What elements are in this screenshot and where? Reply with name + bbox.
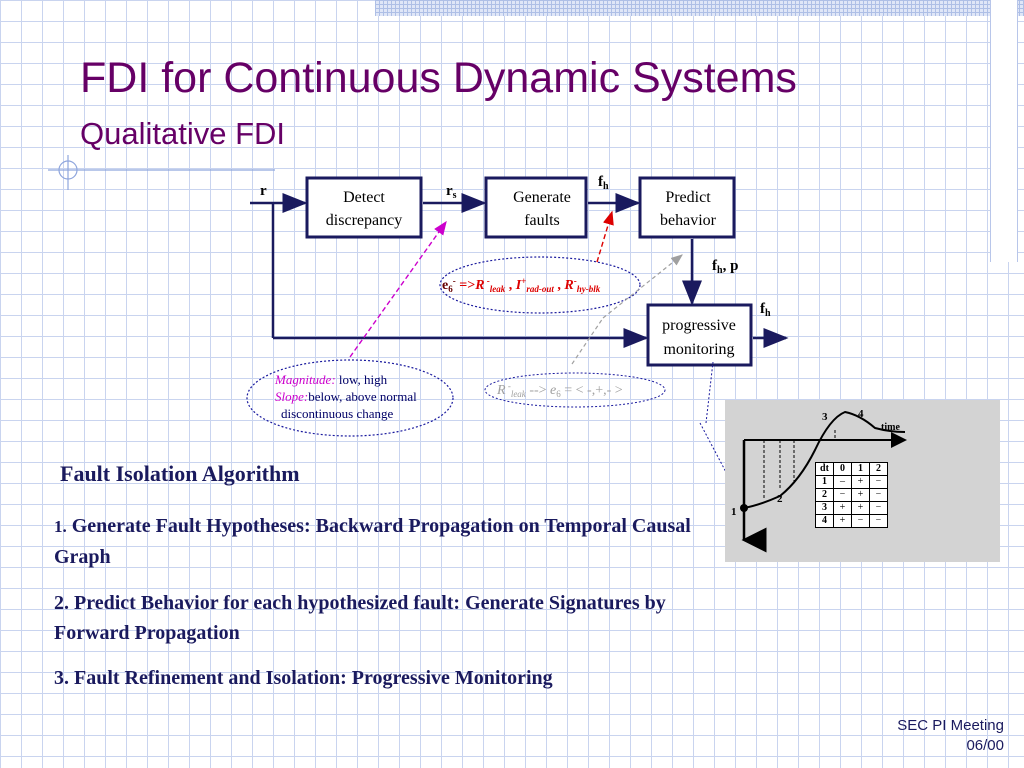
inset-pt-3: 3 <box>822 411 828 423</box>
signal-fh-out: fh <box>760 301 771 319</box>
table-cell: + <box>833 501 852 515</box>
signal-r: r <box>260 183 267 199</box>
decor-target-mark <box>48 155 275 190</box>
algorithm-heading: Fault Isolation Algorithm <box>60 461 300 486</box>
rleak-to-gen-link <box>571 317 604 365</box>
signal-fh-p: fh, p <box>712 258 738 276</box>
magnitude-ellipse <box>246 359 454 437</box>
slide-subtitle: Qualitative FDI <box>80 116 286 151</box>
table-cell: 2 <box>815 488 834 502</box>
table-cell: 4 <box>815 514 834 528</box>
step-number: 3. <box>54 667 69 689</box>
table-row: 3 + + − <box>815 501 888 515</box>
signature-table: dt 0 1 2 1 – + − 2 − + − 3 + + − 4 + − − <box>815 462 888 528</box>
discontinuous-line: discontinuous change <box>281 406 394 421</box>
inset-pt-1: 1 <box>731 506 737 518</box>
table-cell: + <box>851 501 870 515</box>
table-cell: − <box>833 488 852 502</box>
inset-pt-2: 2 <box>777 493 783 505</box>
rleak-to-predict-link <box>602 254 683 319</box>
table-header-cell: dt <box>815 462 834 476</box>
detect-label-1: Detect <box>343 189 385 206</box>
signal-fh: fh <box>598 174 609 192</box>
slide-title: FDI for Continuous Dynamic Systems <box>80 54 797 102</box>
table-row: 2 − + − <box>815 488 888 502</box>
table-cell: 1 <box>815 475 834 489</box>
algorithm-step-1: 1. Generate Fault Hypotheses: Backward P… <box>54 511 714 572</box>
table-row: 1 – + − <box>815 475 888 489</box>
algorithm-step-2: 2. Predict Behavior for each hypothesize… <box>54 588 714 648</box>
e6-to-generate-link <box>596 210 614 263</box>
inset-response-curve <box>743 410 906 509</box>
generate-node <box>484 176 588 239</box>
slope-line: Slope:below, above normal <box>275 389 417 404</box>
magnitude-to-detect-link <box>349 220 447 358</box>
e6-ellipse <box>439 256 641 314</box>
table-cell: − <box>851 514 870 528</box>
step-number: 2. <box>54 592 69 614</box>
generate-label-1: Generate <box>513 189 571 206</box>
inset-time-label: time <box>881 422 900 433</box>
table-cell: 3 <box>815 501 834 515</box>
step-number: 1. <box>54 517 67 536</box>
inset-pt-4: 4 <box>858 408 864 420</box>
table-cell: − <box>869 475 888 489</box>
rleak-ellipse <box>484 372 666 408</box>
table-cell: − <box>869 488 888 502</box>
table-cell: − <box>869 501 888 515</box>
step-text: Predict Behavior for each hypothesized f… <box>54 592 666 644</box>
rleak-annotation: R -leak --> e6 = < -,+,- > <box>496 381 623 399</box>
generate-label-2: faults <box>524 212 560 229</box>
side-decor-bar <box>990 0 1018 262</box>
signal-rs: rs <box>446 183 457 201</box>
progressive-node <box>646 303 753 367</box>
top-decor-band <box>375 0 1024 16</box>
predict-label-1: Predict <box>665 189 711 206</box>
footer-event: SEC PI Meeting <box>897 717 1004 734</box>
footer-date: 06/00 <box>966 737 1004 754</box>
table-cell: + <box>851 475 870 489</box>
e6-annotation: e6- =>R -leak , I+rad-out , R-hy-blk <box>442 276 601 294</box>
table-row: 4 + − − <box>815 514 888 528</box>
algorithm-step-3: 3. Fault Refinement and Isolation: Progr… <box>54 663 714 693</box>
detect-node <box>305 176 423 239</box>
step-text: Fault Refinement and Isolation: Progress… <box>69 667 553 689</box>
slide-footer: SEC PI Meeting 06/00 <box>897 716 1004 756</box>
table-cell: + <box>851 488 870 502</box>
table-cell: + <box>833 514 852 528</box>
table-cell: − <box>869 514 888 528</box>
step-text: Generate Fault Hypotheses: Backward Prop… <box>54 515 691 568</box>
predict-label-2: behavior <box>660 212 717 229</box>
progressive-label-1: progressive <box>662 317 736 334</box>
table-header-cell: 0 <box>833 462 852 476</box>
table-header-cell: 1 <box>851 462 870 476</box>
inset-start-point <box>740 504 748 512</box>
detect-label-2: discrepancy <box>326 212 402 229</box>
table-header-cell: 2 <box>869 462 888 476</box>
magnitude-line: Magnitude: low, high <box>274 372 388 387</box>
predict-node <box>638 176 736 239</box>
progressive-label-2: monitoring <box>663 341 734 358</box>
table-cell: – <box>833 475 852 489</box>
